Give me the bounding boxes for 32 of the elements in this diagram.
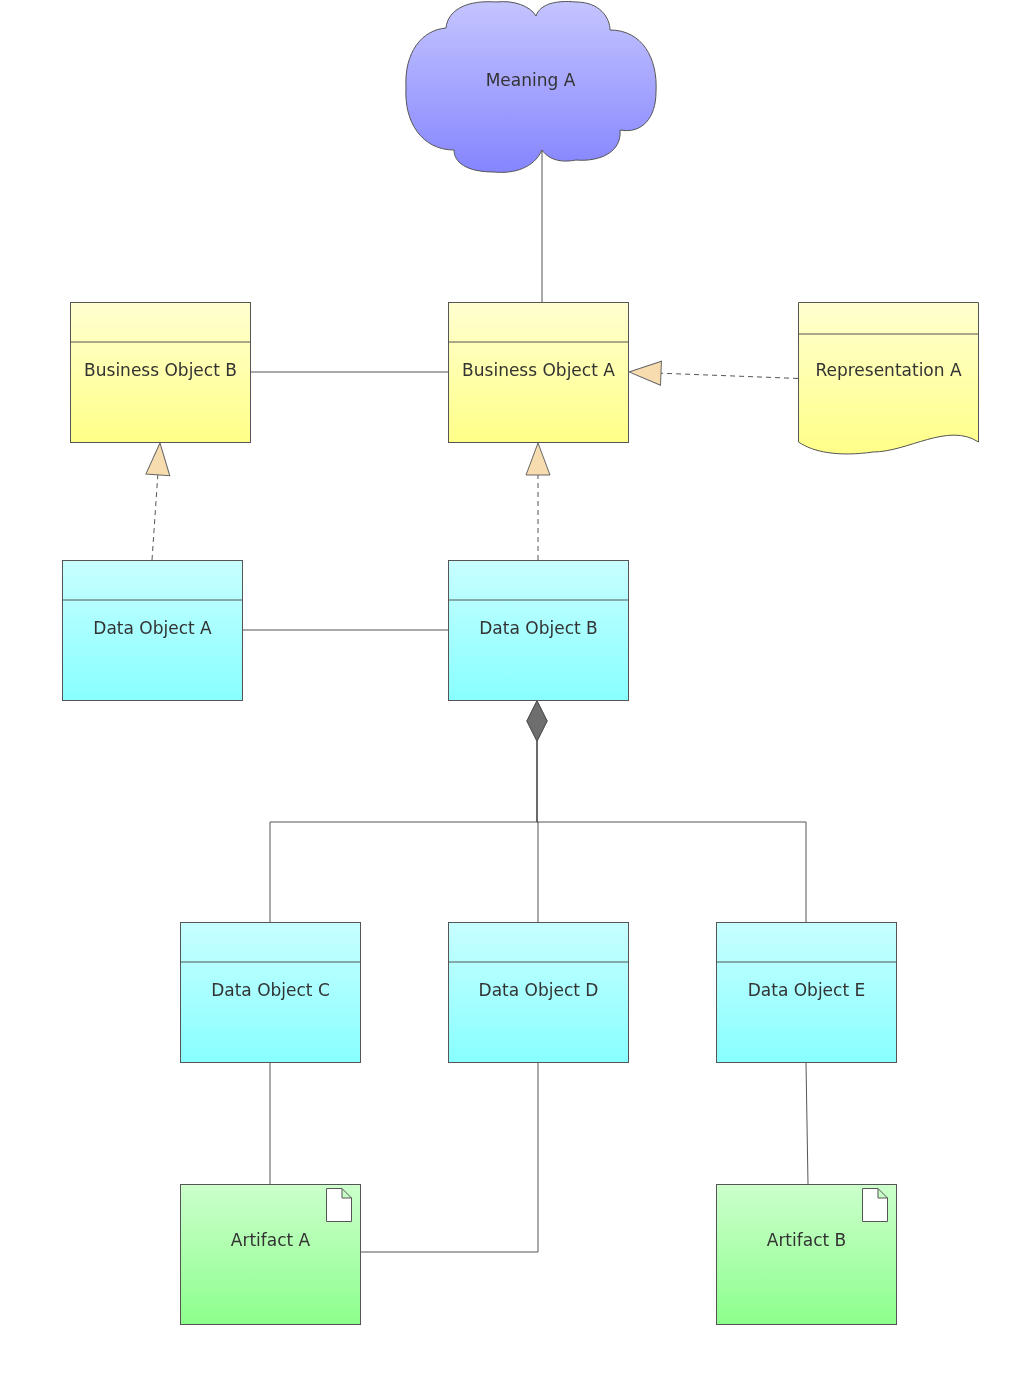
connector — [805, 1062, 809, 1185]
data-object-box — [180, 922, 361, 1063]
representation-shape — [798, 302, 979, 456]
business-object-box — [448, 302, 629, 443]
connector — [145, 442, 171, 561]
node-label: Business Object A — [461, 360, 616, 380]
node-label: Artifact B — [765, 1230, 848, 1250]
connector — [525, 442, 551, 561]
node-label: Data Object C — [210, 980, 331, 1000]
node-label: Business Object B — [83, 360, 238, 380]
connector — [526, 700, 807, 923]
connector — [541, 149, 543, 303]
connector — [242, 629, 449, 631]
business-object-box — [70, 302, 251, 443]
artifact-box — [716, 1184, 897, 1325]
cloud-shape — [404, 0, 657, 175]
connector — [360, 1062, 539, 1253]
node-label: Data Object D — [477, 980, 600, 1000]
data-object-box — [716, 922, 897, 1063]
connector — [628, 360, 799, 386]
connector — [250, 371, 449, 373]
node-label: Representation A — [814, 360, 963, 380]
node-label: Data Object A — [92, 618, 213, 638]
node-label: Data Object E — [746, 980, 867, 1000]
artifact-box — [180, 1184, 361, 1325]
node-label: Meaning A — [484, 70, 577, 90]
node-label: Data Object B — [478, 618, 599, 638]
data-object-box — [448, 922, 629, 1063]
node-label: Artifact A — [229, 1230, 312, 1250]
connector — [269, 1062, 271, 1185]
data-object-box — [62, 560, 243, 701]
data-object-box — [448, 560, 629, 701]
